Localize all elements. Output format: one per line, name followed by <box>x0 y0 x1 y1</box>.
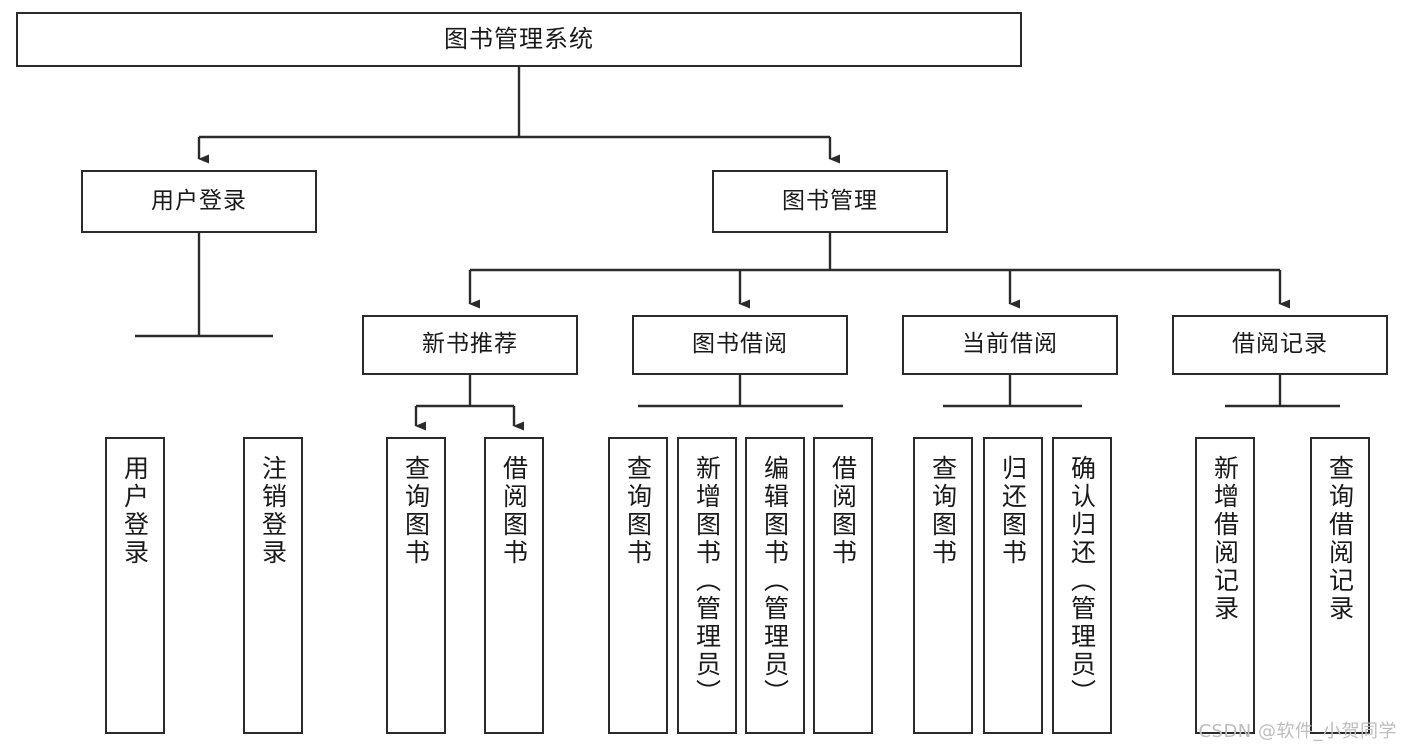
node-leaf-add-book-admin: 新增图书（管理员） <box>677 437 737 734</box>
watermark-text: CSDN @软件_小贺同学 <box>1198 721 1397 742</box>
node-label: 确认归还（管理员） <box>1067 455 1097 707</box>
node-label: 用户登录 <box>151 187 247 214</box>
node-label: 用户登录 <box>120 455 150 567</box>
node-label: 新书推荐 <box>422 331 518 358</box>
node-leaf-edit-book-admin: 编辑图书（管理员） <box>745 437 805 734</box>
node-root: 图书管理系统 <box>16 12 1022 67</box>
node-leaf-query-book-borrow: 查询图书 <box>608 437 668 734</box>
node-leaf-return-book: 归还图书 <box>983 437 1043 734</box>
node-label: 新增借阅记录 <box>1210 455 1240 623</box>
node-label: 借阅图书 <box>499 455 529 567</box>
node-current-borrow: 当前借阅 <box>902 315 1118 375</box>
node-new-book-recommend: 新书推荐 <box>362 315 578 375</box>
node-label: 图书管理系统 <box>444 25 594 54</box>
node-leaf-query-book-current: 查询图书 <box>913 437 973 734</box>
node-leaf-add-borrow-record: 新增借阅记录 <box>1195 437 1255 734</box>
node-label: 查询图书 <box>623 455 653 567</box>
node-label: 图书借阅 <box>692 331 788 358</box>
node-leaf-borrow-book: 借阅图书 <box>813 437 873 734</box>
node-leaf-query-book-rec: 查询图书 <box>386 437 446 734</box>
node-leaf-query-borrow-record: 查询借阅记录 <box>1310 437 1370 734</box>
node-label: 查询借阅记录 <box>1325 455 1355 623</box>
node-label: 借阅图书 <box>828 455 858 567</box>
node-label: 当前借阅 <box>962 331 1058 358</box>
node-book-borrow: 图书借阅 <box>632 315 848 375</box>
node-label: 编辑图书（管理员） <box>760 455 790 707</box>
node-label: 查询图书 <box>928 455 958 567</box>
node-leaf-confirm-return-admin: 确认归还（管理员） <box>1052 437 1112 734</box>
node-label: 图书管理 <box>782 187 878 214</box>
node-label: 归还图书 <box>998 455 1028 567</box>
node-label: 查询图书 <box>401 455 431 567</box>
node-leaf-user-login: 用户登录 <box>105 437 165 734</box>
node-leaf-logout: 注销登录 <box>243 437 303 734</box>
node-borrow-record: 借阅记录 <box>1172 315 1388 375</box>
node-user-login: 用户登录 <box>81 170 317 233</box>
node-leaf-borrow-book-rec: 借阅图书 <box>484 437 544 734</box>
node-label: 新增图书（管理员） <box>692 455 722 707</box>
node-label: 借阅记录 <box>1232 331 1328 358</box>
node-label: 注销登录 <box>258 455 288 567</box>
node-book-management: 图书管理 <box>712 170 948 233</box>
